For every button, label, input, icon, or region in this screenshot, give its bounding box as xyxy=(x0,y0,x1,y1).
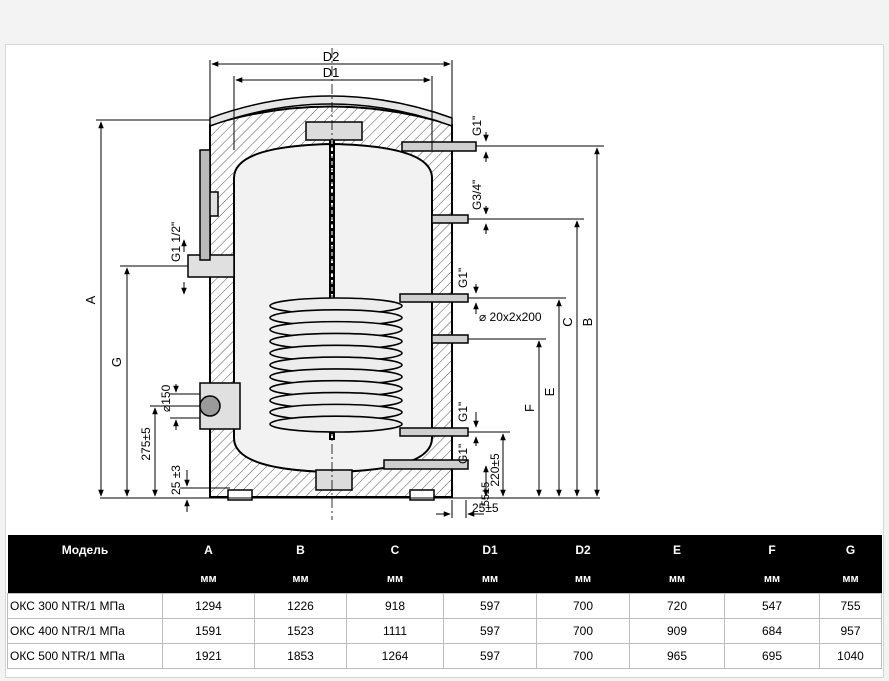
value-cell: 1226 xyxy=(254,593,347,619)
value-cell: 597 xyxy=(443,643,537,669)
label-G: G xyxy=(109,357,124,367)
label-C: C xyxy=(560,317,575,326)
table-header-row: Модель A B C D1 D2 E F G xyxy=(7,535,882,564)
coil-outlet xyxy=(399,427,469,437)
unit-label: мм xyxy=(668,572,686,585)
right-foot xyxy=(409,489,435,501)
model-cell: ОКС 400 NTR/1 МПа xyxy=(7,618,163,644)
column-header: E xyxy=(672,542,681,557)
label-g1-coil-bottom: G1" xyxy=(456,402,470,422)
value-cell: 597 xyxy=(443,618,537,644)
column-header: G xyxy=(845,542,856,557)
value-cell: 1111 xyxy=(346,618,444,644)
label-275: 275±5 xyxy=(139,427,153,461)
model-header: Модель xyxy=(61,542,109,557)
label-g1-half: G1 1/2" xyxy=(169,222,183,262)
label-g1-top: G1" xyxy=(470,116,484,136)
label-F: F xyxy=(522,404,537,412)
unit-label: мм xyxy=(386,572,404,585)
value-cell: 695 xyxy=(724,643,820,669)
label-coil-spec: ⌀ 20x2x200 xyxy=(479,310,542,324)
value-cell: 957 xyxy=(819,618,882,644)
column-header: C xyxy=(390,542,400,557)
label-25-bottom: 25±5 xyxy=(472,501,499,515)
unit-label: мм xyxy=(292,572,309,585)
label-25: 25 ±3 xyxy=(169,465,183,495)
cold-water-inlet xyxy=(383,459,469,470)
value-cell: 965 xyxy=(629,643,725,669)
label-g1-coil-top: G1" xyxy=(456,268,470,288)
value-cell: 755 xyxy=(819,593,882,619)
column-header: D1 xyxy=(482,542,498,557)
column-header: A xyxy=(204,542,213,557)
sensor-port xyxy=(431,334,469,344)
table-row: ОКС 300 NTR/1 МПа 1294 1226 918 597 700 … xyxy=(7,593,882,619)
unit-label: мм xyxy=(200,572,217,585)
specifications-table: Модель A B C D1 D2 E F G мм мм мм мм мм … xyxy=(7,535,882,669)
bottom-port xyxy=(315,469,353,491)
label-B: B xyxy=(580,318,595,327)
column-header: F xyxy=(768,542,776,557)
value-cell: 1294 xyxy=(162,593,255,619)
value-cell: 684 xyxy=(724,618,820,644)
coil-turn xyxy=(269,415,403,433)
value-cell: 918 xyxy=(346,593,444,619)
label-E: E xyxy=(542,387,557,396)
label-g1-bottom: G1" xyxy=(456,444,470,464)
top-port xyxy=(305,121,363,141)
unit-label: мм xyxy=(842,572,859,585)
model-cell: ОКС 300 NTR/1 МПа xyxy=(7,593,163,619)
label-g34: G3/4" xyxy=(470,180,484,210)
value-cell: 1523 xyxy=(254,618,347,644)
value-cell: 597 xyxy=(443,593,537,619)
unit-label: мм xyxy=(763,572,781,585)
value-cell: 1591 xyxy=(162,618,255,644)
left-connections xyxy=(187,149,241,430)
circulation-port xyxy=(431,214,469,224)
value-cell: 1040 xyxy=(819,643,882,669)
hot-water-outlet xyxy=(401,141,477,152)
column-header: D2 xyxy=(575,542,591,557)
label-D2: D2 xyxy=(323,49,340,64)
table-units-row: мм мм мм мм мм мм мм мм xyxy=(7,564,882,594)
value-cell: 1921 xyxy=(162,643,255,669)
label-55: 55±5 xyxy=(480,482,492,506)
unit-label: мм xyxy=(481,572,499,585)
column-header: B xyxy=(296,542,305,557)
label-A: A xyxy=(83,295,98,304)
label-220: 220±5 xyxy=(488,453,502,487)
value-cell: 1264 xyxy=(346,643,444,669)
value-cell: 547 xyxy=(724,593,820,619)
value-cell: 909 xyxy=(629,618,725,644)
label-D1: D1 xyxy=(323,65,340,80)
value-cell: 700 xyxy=(536,643,630,669)
tank-technical-drawing: D2 D1 A G B C E F G1" G3/4" G1" ⌀ 20x2x2… xyxy=(83,48,604,520)
heating-coil xyxy=(269,297,403,433)
left-foot xyxy=(227,489,253,501)
value-cell: 1853 xyxy=(254,643,347,669)
label-flange-dia: ⌀150 xyxy=(159,384,173,412)
coil-inlet xyxy=(399,293,469,303)
table-row: ОКС 500 NTR/1 МПа 1921 1853 1264 597 700… xyxy=(7,643,882,669)
value-cell: 720 xyxy=(629,593,725,619)
value-cell: 700 xyxy=(536,593,630,619)
electric-heater-port xyxy=(187,254,235,278)
unit-label: мм xyxy=(574,572,592,585)
model-cell: ОКС 500 NTR/1 МПа xyxy=(7,643,163,669)
value-cell: 700 xyxy=(536,618,630,644)
table-row: ОКС 400 NTR/1 МПа 1591 1523 1111 597 700… xyxy=(7,618,882,644)
